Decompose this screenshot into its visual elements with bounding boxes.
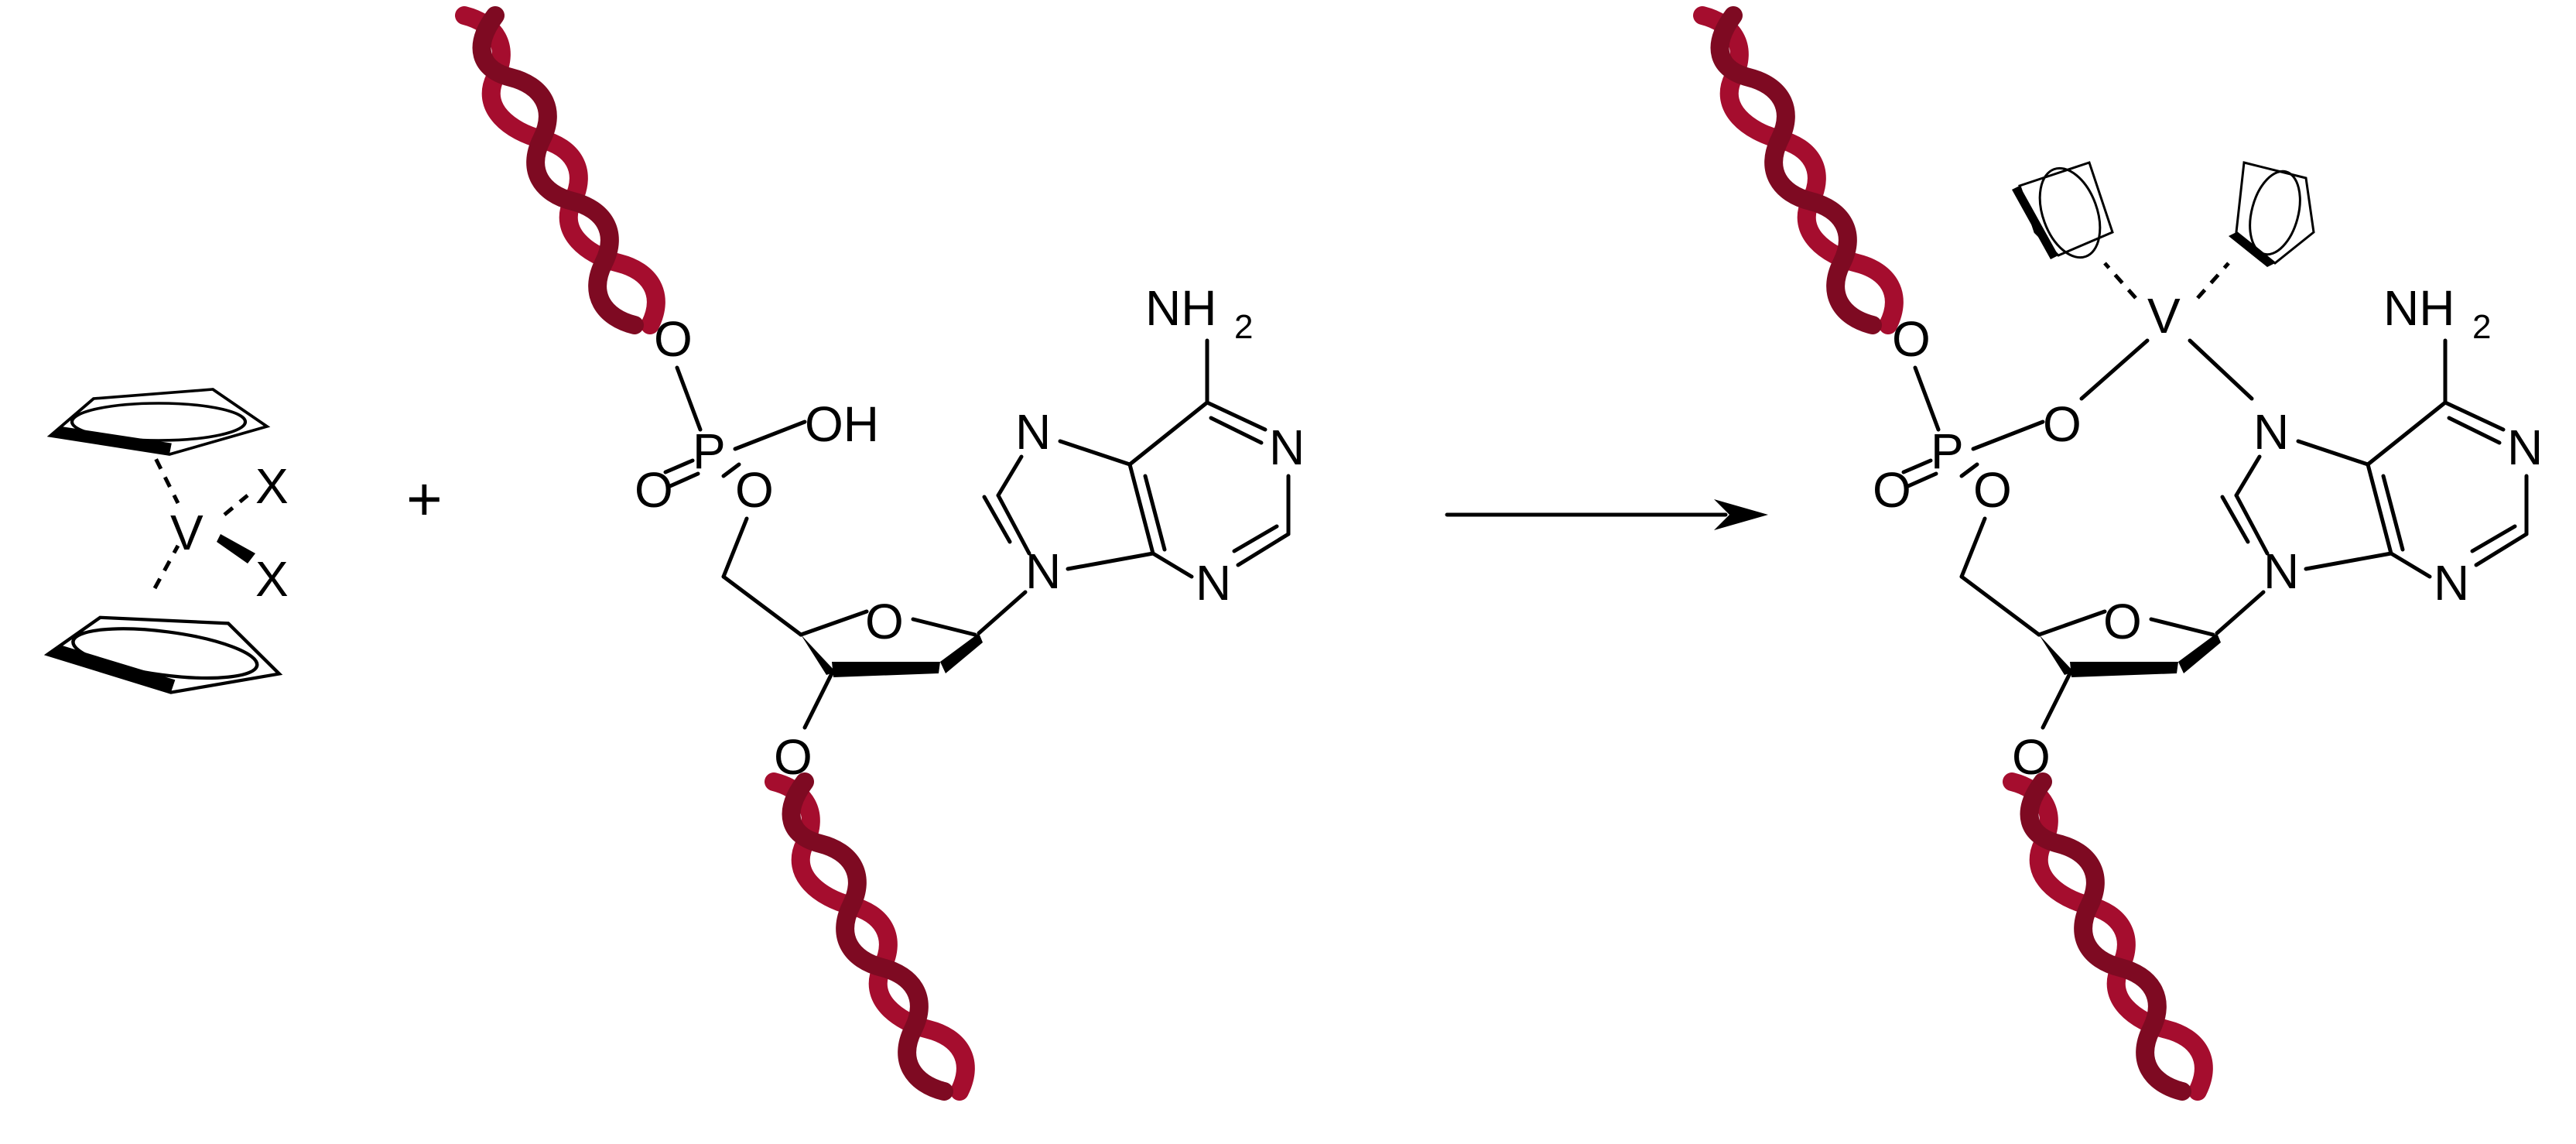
dna-helix-bottom <box>774 782 966 1091</box>
dna-nucleotide-reactant: O P OH O O O O N N N <box>464 15 1305 1091</box>
product-cp-ring-left <box>2012 161 2114 259</box>
product-sugar-ring-o: O <box>2103 594 2142 649</box>
dna-helix-top <box>464 15 656 325</box>
adenine-n3: N <box>1196 555 1231 611</box>
product-phosphate-o-top: O <box>1892 311 1931 367</box>
phosphorus-label: P <box>693 423 726 479</box>
sugar-ring-o: O <box>865 594 904 649</box>
vanadium-dna-adduct-product: O P O O O V O <box>1702 15 2543 1091</box>
adenine-nh2: NH <box>1145 280 1216 336</box>
product-adenine-n9: N <box>2263 543 2299 599</box>
product-o-bridge: O <box>2043 396 2082 452</box>
product-vanadium-label: V <box>2147 288 2181 344</box>
adenine-nh2-subscript: 2 <box>1234 308 1253 346</box>
product-cp-ring-right <box>2229 161 2315 267</box>
plus-sign: + <box>406 464 443 533</box>
adenine-n1: N <box>1269 420 1305 475</box>
metal-vanadium-label: V <box>170 505 204 560</box>
adenine-n9: N <box>1025 543 1061 599</box>
phosphate-o-ester: O <box>735 462 774 518</box>
product-adenine-n3: N <box>2434 555 2469 611</box>
product-adenine-n1: N <box>2507 420 2543 475</box>
cp-ring-bottom <box>44 601 286 706</box>
phosphate-o-top: O <box>654 311 693 367</box>
ligand-x-upper-label: X <box>255 458 289 514</box>
vanadocene-reactant: V X X <box>44 389 289 706</box>
product-adenine-n7: N <box>2253 404 2289 460</box>
product-phosphate-o-ester: O <box>1973 462 2012 518</box>
reaction-arrow <box>1445 499 1768 530</box>
ligand-x-lower-label: X <box>255 551 289 607</box>
product-adenine-nh2-subscript: 2 <box>2472 308 2491 346</box>
cp-ring-top <box>50 389 267 454</box>
phosphate-o-double: O <box>635 462 673 518</box>
adenine-n7: N <box>1015 404 1051 460</box>
dna-helix-bottom-product <box>2012 782 2204 1091</box>
product-phosphorus-label: P <box>1931 423 1964 479</box>
product-adenine-nh2: NH <box>2383 280 2455 336</box>
dna-helix-top-product <box>1702 15 1894 325</box>
phosphate-oh-label: OH <box>805 396 879 452</box>
product-phosphate-o-double: O <box>1873 462 1911 518</box>
